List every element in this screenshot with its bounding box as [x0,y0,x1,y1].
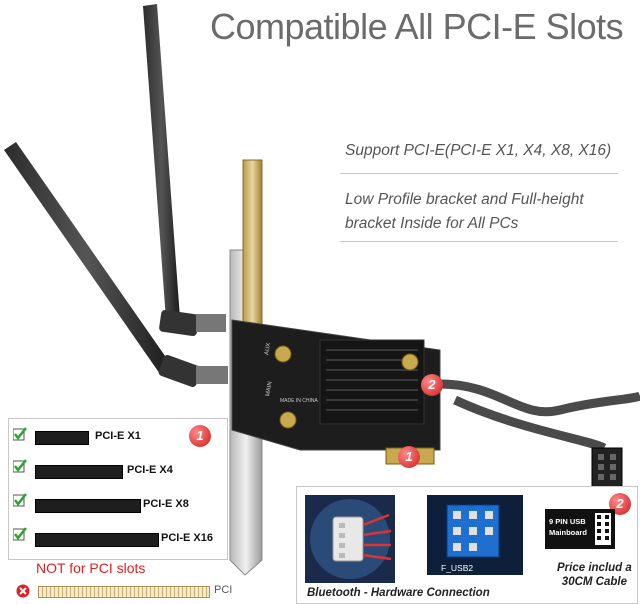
pci-slot-label: PCI [214,584,233,596]
feature-pcie-support: Support PCI-E(PCI-E X1, X4, X8, X16) [345,142,612,159]
feature-bracket-line1: Low Profile bracket and Full-height [345,191,584,208]
antenna-right [143,4,180,320]
check-icon [13,427,27,441]
slot-bar-x4 [35,465,123,479]
antenna-left [4,142,172,374]
usb-pinout-line2: Mainboard [549,528,587,537]
slot-row-x8: PCI-E X8 [9,493,227,513]
board-label-made: MADE IN CHINA [280,398,318,404]
pci-slot-bar [38,586,210,598]
slot-row-x1: PCI-E X1 [9,427,227,447]
slot-bar-x8 [35,499,141,513]
marker-one: 1 [398,446,420,468]
slot-label-x16: PCI-E X16 [161,532,213,544]
usb-header-plug [591,447,623,493]
feature-bracket: Low Profile bracket and Full-height brac… [345,188,584,236]
usb-cable [439,379,640,417]
cross-icon [16,584,30,598]
check-icon [13,493,27,507]
bluetooth-caption: Bluetooth - Hardware Connection [307,587,490,599]
price-note-line1: Price includ a [557,562,632,574]
header-tag-label: F_USB2 [439,563,476,573]
bluetooth-connector-photo [305,495,395,583]
usb-pinout-text: 9 PIN USB Mainboard [549,516,587,538]
check-icon [13,527,27,541]
connection-panel: 2 F_USB2 9 PIN USB Mainboard Price incl [296,486,638,604]
slot-row-x4: PCI-E X4 [9,459,227,479]
heatsink [319,339,425,425]
slot-label-x1: PCI-E X1 [95,430,141,442]
slot-label-x4: PCI-E X4 [127,464,173,476]
page-title: Compatible All PCI-E Slots [210,6,624,47]
slot-label-x8: PCI-E X8 [143,498,189,510]
check-icon [13,459,27,473]
price-note: Price includ a 30CM Cable [557,561,632,589]
antenna-connector [196,314,226,332]
usb-pinout-diagram [595,513,611,545]
pin-grid-icon [597,515,609,540]
not-pci-warning: NOT for PCI slots [36,560,146,576]
slot-bar-x1 [35,431,89,445]
feature-divider [340,241,618,242]
antenna-connector [196,366,228,384]
pci-slot-row: PCI [16,582,236,602]
price-note-line2: 30CM Cable [561,576,627,588]
usb-pinout-box: 9 PIN USB Mainboard [545,509,615,549]
slot-compat-panel: 1 PCI-E X1 PCI-E X4 PCI-E X8 PCI-E X16 [8,418,228,560]
slot-bar-x16 [35,533,159,547]
feature-divider [340,173,618,174]
usb-header-photo [427,495,523,575]
usb-pinout-line1: 9 PIN USB [549,517,586,526]
marker-two: 2 [421,374,443,396]
marker-one: 1 [189,425,211,447]
slot-row-x16: PCI-E X16 [9,527,227,547]
feature-bracket-line2: bracket Inside for All PCs [345,215,519,232]
